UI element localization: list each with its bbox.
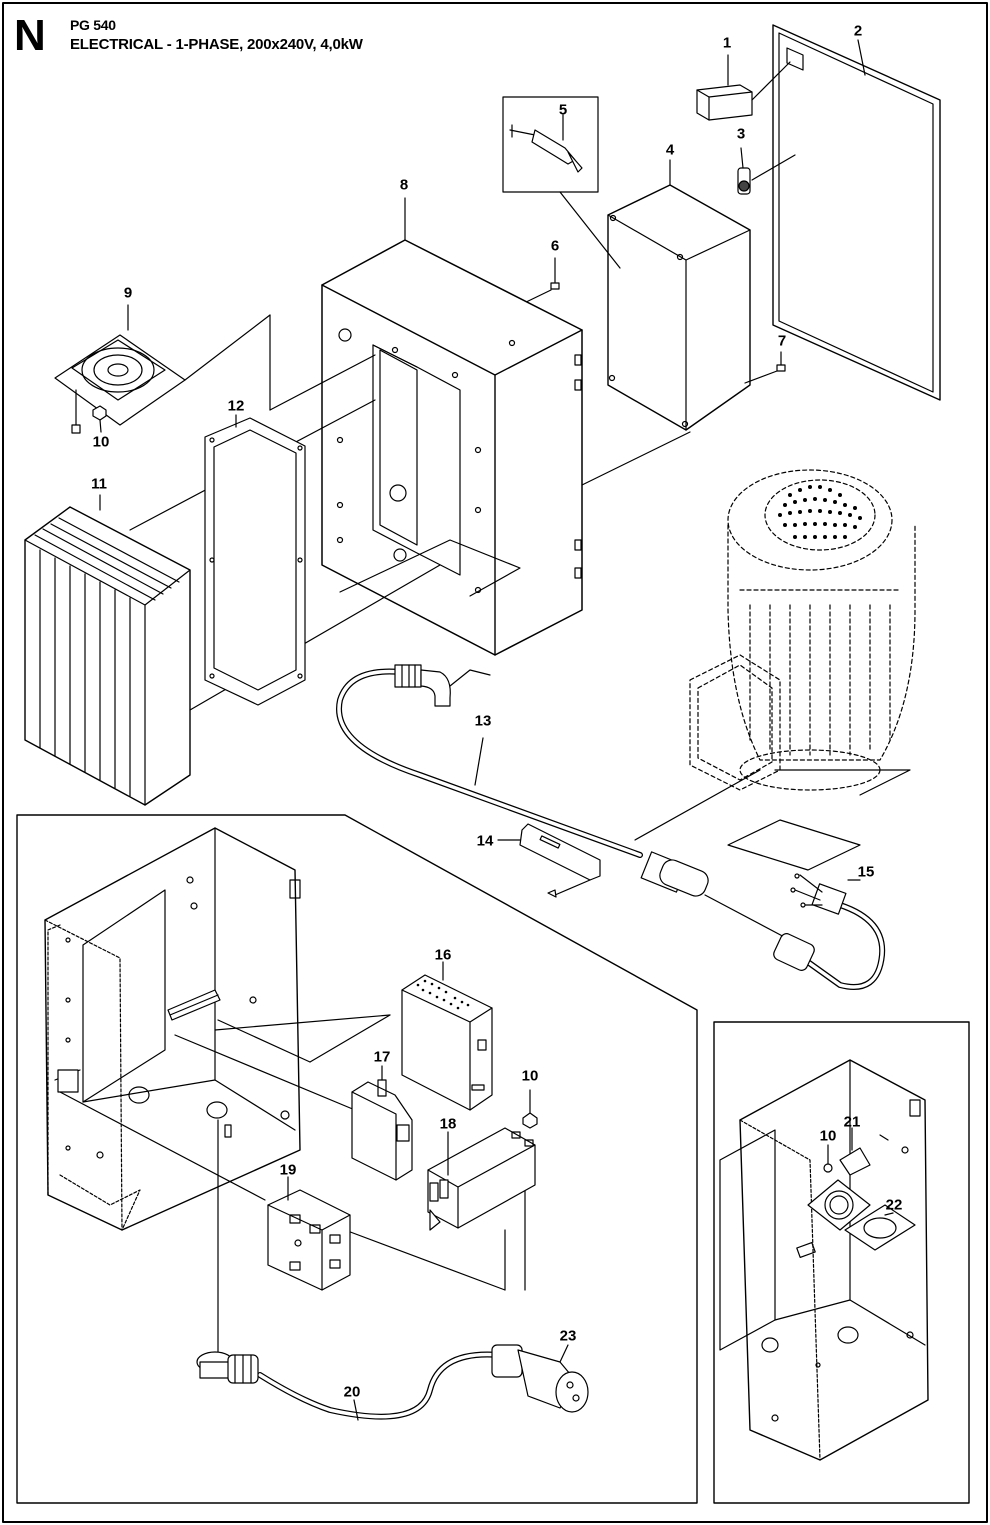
part-16-power-supply — [401, 961, 493, 1111]
callout-11: 11 — [91, 475, 107, 493]
enclosure-interior — [44, 827, 301, 1231]
part-14-bracket — [497, 823, 601, 898]
detail-enclosure — [719, 1059, 929, 1461]
callout-17: 17 — [373, 1048, 391, 1066]
part-7-screw — [744, 351, 786, 384]
part-18-emc-filter — [427, 1127, 536, 1231]
section-letter: N — [14, 11, 46, 60]
callout-22: 22 — [885, 1196, 903, 1214]
callout-10-detail: 10 — [819, 1127, 837, 1145]
callout-16: 16 — [434, 946, 452, 964]
callout-7: 7 — [777, 332, 787, 350]
part-1-switch-cap — [696, 54, 791, 121]
callout-12: 12 — [227, 397, 245, 415]
part-23-plug — [491, 1344, 589, 1413]
callout-20: 20 — [343, 1383, 361, 1401]
part-20-mains-cable — [196, 1351, 503, 1421]
part-3-rotary-switch — [737, 147, 796, 195]
callout-14: 14 — [476, 832, 494, 850]
part-11-heatsink — [24, 399, 441, 806]
part-5-grease-inset — [502, 96, 621, 269]
part-17-circuit-breaker — [351, 1065, 413, 1181]
callout-2: 2 — [853, 22, 863, 40]
callout-13: 13 — [474, 712, 492, 730]
model-name: PG 540 — [70, 17, 116, 33]
part-19-contactor — [267, 1176, 351, 1291]
callout-5: 5 — [558, 101, 568, 119]
callout-1: 1 — [722, 34, 732, 52]
callout-8: 8 — [399, 176, 409, 194]
page-title: ELECTRICAL - 1-PHASE, 200x240V, 4,0kW — [70, 36, 363, 53]
callout-3: 3 — [736, 125, 746, 143]
lower-panel-border — [16, 814, 698, 1504]
part-15-motor-cable — [704, 873, 886, 990]
callout-6: 6 — [550, 237, 560, 255]
part-12-gasket — [204, 414, 306, 706]
callout-9: 9 — [123, 284, 133, 302]
part-10-nut-mid — [522, 1089, 538, 1129]
callout-10: 10 — [92, 433, 110, 451]
part-6-screw — [519, 257, 560, 306]
callout-21: 21 — [843, 1113, 861, 1131]
part-8-enclosure — [321, 197, 583, 656]
callout-15: 15 — [857, 863, 875, 881]
part-2-cover-gasket — [772, 24, 941, 401]
callout-4: 4 — [665, 141, 675, 159]
callout-18: 18 — [439, 1115, 457, 1133]
callout-19: 19 — [279, 1161, 297, 1179]
part-13-cable — [336, 664, 709, 897]
motor-dashed — [689, 469, 916, 791]
callout-23: 23 — [559, 1327, 577, 1345]
detail-panel-border — [713, 1021, 970, 1504]
part-10-screw-nut — [71, 389, 107, 434]
part-4-box-lid — [607, 159, 751, 431]
callout-10-mid: 10 — [521, 1067, 539, 1085]
motor-fan-grille — [778, 485, 862, 539]
